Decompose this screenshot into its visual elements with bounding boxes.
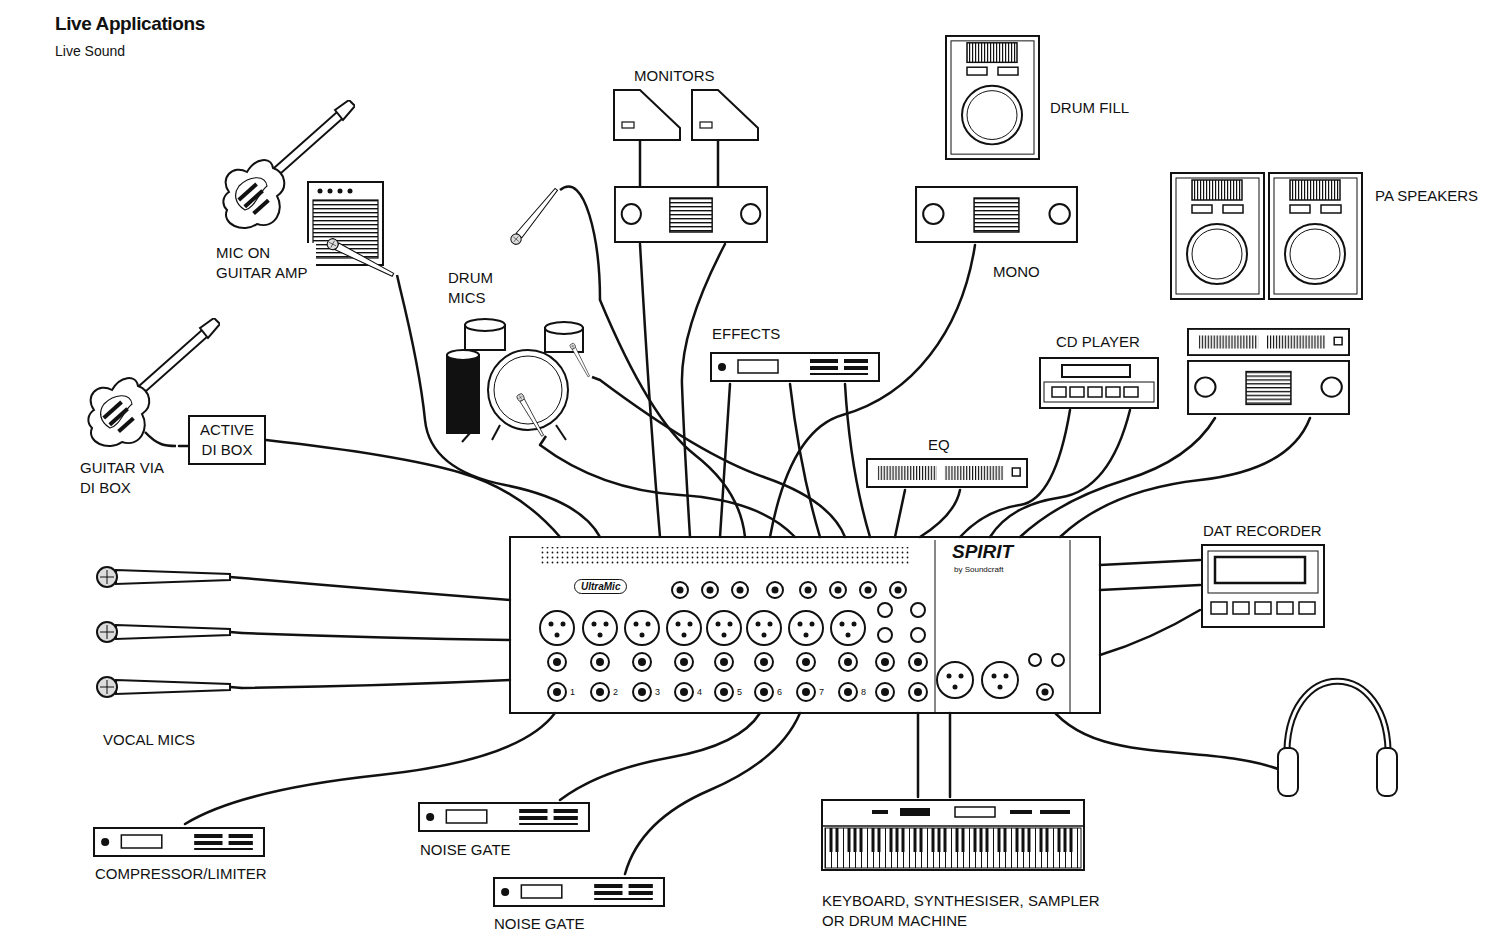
cd-player: CD PLAYER [1038,330,1160,410]
cable [720,384,730,537]
keyboard: KEYBOARD, SYNTHESISER, SAMPLER OR DRUM M… [820,797,1110,942]
noise-gate: NOISE GATE [490,874,670,940]
cable [540,445,795,537]
cable [1100,585,1200,590]
cable [920,490,960,537]
dat-recorder: DAT RECORDER [1200,520,1330,630]
channel-number: 4 [697,687,702,698]
device-label: UltraMic [574,579,627,594]
device-label: GUITAR VIA DI BOX [80,458,176,498]
device-label: NOISE GATE [494,914,585,934]
di-box: ACTIVE DI BOX [188,415,266,465]
drum-fill-speaker: DRUM FILL [912,30,1134,245]
cable [400,288,600,537]
device-label: MIC ON GUITAR AMP [216,243,316,283]
channel-number: 7 [819,687,824,698]
channel-number: 8 [861,687,866,698]
cable [845,384,870,537]
device-label: KEYBOARD, SYNTHESISER, SAMPLER OR DRUM M… [822,891,1107,931]
cable [770,245,975,537]
cable-label: MONO [993,262,1040,282]
device-label: DRUM MICS [448,268,508,308]
cable [790,384,820,537]
cable [600,380,845,537]
cable [917,713,920,797]
cable [895,490,905,537]
guitar-amp-mic: MIC ON GUITAR AMP [212,98,412,288]
cable [625,713,800,874]
pa-speakers: PA SPEAKERS [1165,168,1490,418]
drum-mics: DRUM MICS [440,160,600,445]
device-label: by Soundcraft [954,565,1003,575]
cable [242,633,510,640]
device-label: MONITORS [634,66,715,86]
channel-number: 1 [570,687,575,698]
mixing-desk: SPIRIT by SoundcraftUltraMic [510,537,1100,713]
monitor-speakers: MONITORS [612,64,770,244]
device-label: DRUM FILL [1050,98,1129,118]
channel-number: 2 [613,687,618,698]
box-label: ACTIVE DI BOX [198,420,256,460]
cable [1100,560,1200,565]
vocal-mics: VOCAL MICS [92,556,242,756]
guitar: GUITAR VIA DI BOX [76,318,179,504]
subtitle: Live Sound [55,42,125,60]
device-label: PA SPEAKERS [1375,186,1478,206]
eq-unit: EQ [862,433,1030,490]
cable [242,578,510,600]
cable [960,410,1070,537]
cable [179,445,188,448]
device-label: VOCAL MICS [103,730,195,750]
channel-number: 6 [777,687,782,698]
device-label: CD PLAYER [1056,332,1140,352]
device-label: EFFECTS [712,324,780,344]
cable [560,713,760,800]
cable [640,244,660,537]
device-label: DAT RECORDER [1203,521,1322,541]
cable [1060,418,1310,537]
cable [682,244,725,537]
channel-number: 3 [655,687,660,698]
noise-gate: NOISE GATE [415,800,595,865]
cable [242,680,510,688]
device-label: EQ [928,435,950,455]
cable [185,713,555,824]
compressor-limiter: COMPRESSOR/LIMITER [90,824,275,888]
device-label: COMPRESSOR/LIMITER [95,864,267,884]
effects-unit: EFFECTS [708,322,883,384]
device-label: NOISE GATE [420,840,511,860]
cable [1020,418,1215,537]
cable [949,713,952,797]
device-label: SPIRIT [952,541,1013,563]
cable [1100,610,1200,655]
channel-number: 5 [737,687,742,698]
cable [990,410,1130,537]
page-title: Live Applications [55,12,205,36]
